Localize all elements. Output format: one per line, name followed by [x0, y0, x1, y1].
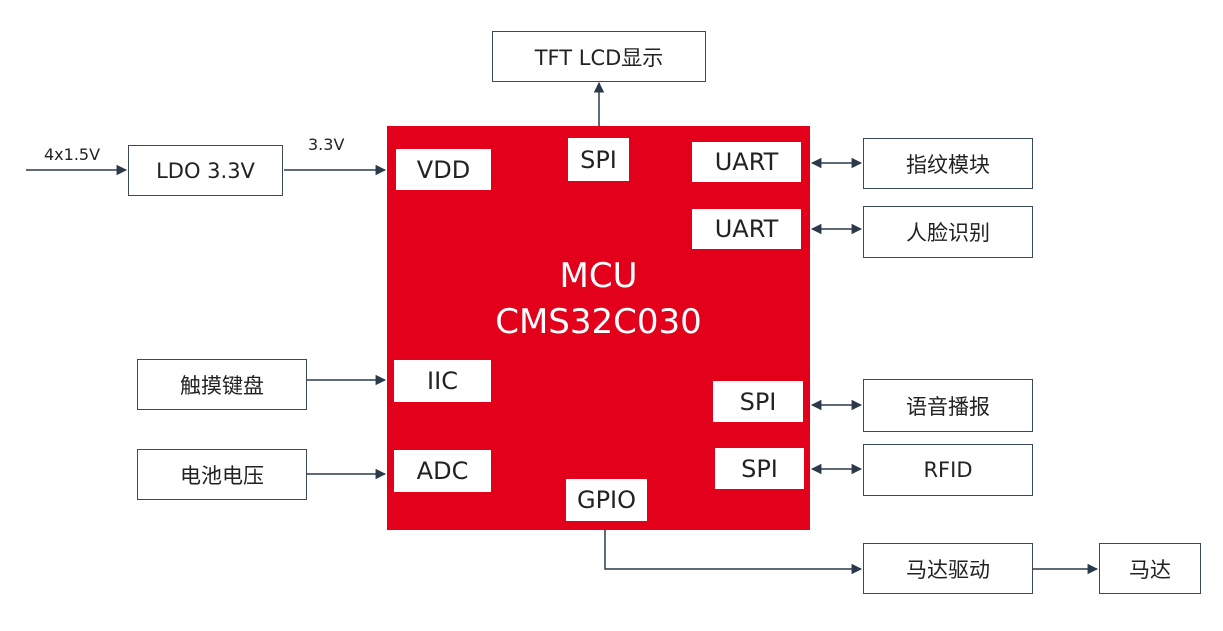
face-block: 人脸识别 [863, 206, 1033, 258]
keypad-block: 触摸键盘 [137, 359, 307, 410]
rfid-block: RFID [863, 444, 1033, 496]
fingerprint-block: 指纹模块 [863, 138, 1033, 189]
input-voltage-label: 4x1.5V [44, 145, 101, 164]
spi-rfid-port: SPI [715, 448, 804, 489]
spi-voice-port: SPI [713, 381, 803, 422]
vdd-port: VDD [396, 149, 491, 190]
ldo-output-label: 3.3V [308, 135, 345, 154]
voice-block: 语音播报 [863, 379, 1033, 432]
battery-block: 电池电压 [137, 449, 307, 500]
spi-lcd-port: SPI [568, 138, 629, 181]
mcu-title: MCU [559, 256, 638, 296]
adc-port: ADC [394, 450, 491, 492]
gpio-to-driver-arrow [604, 530, 863, 575]
uart-fingerprint-port: UART [692, 142, 801, 182]
mcu-model: CMS32C030 [495, 302, 702, 342]
motor-driver-block: 马达驱动 [863, 543, 1033, 594]
gpio-port: GPIO [566, 479, 647, 521]
lcd-block: TFT LCD显示 [492, 31, 706, 82]
ldo-block: LDO 3.3V [128, 145, 283, 196]
iic-port: IIC [394, 360, 491, 402]
motor-block: 马达 [1099, 543, 1201, 594]
uart-face-port: UART [692, 209, 801, 249]
